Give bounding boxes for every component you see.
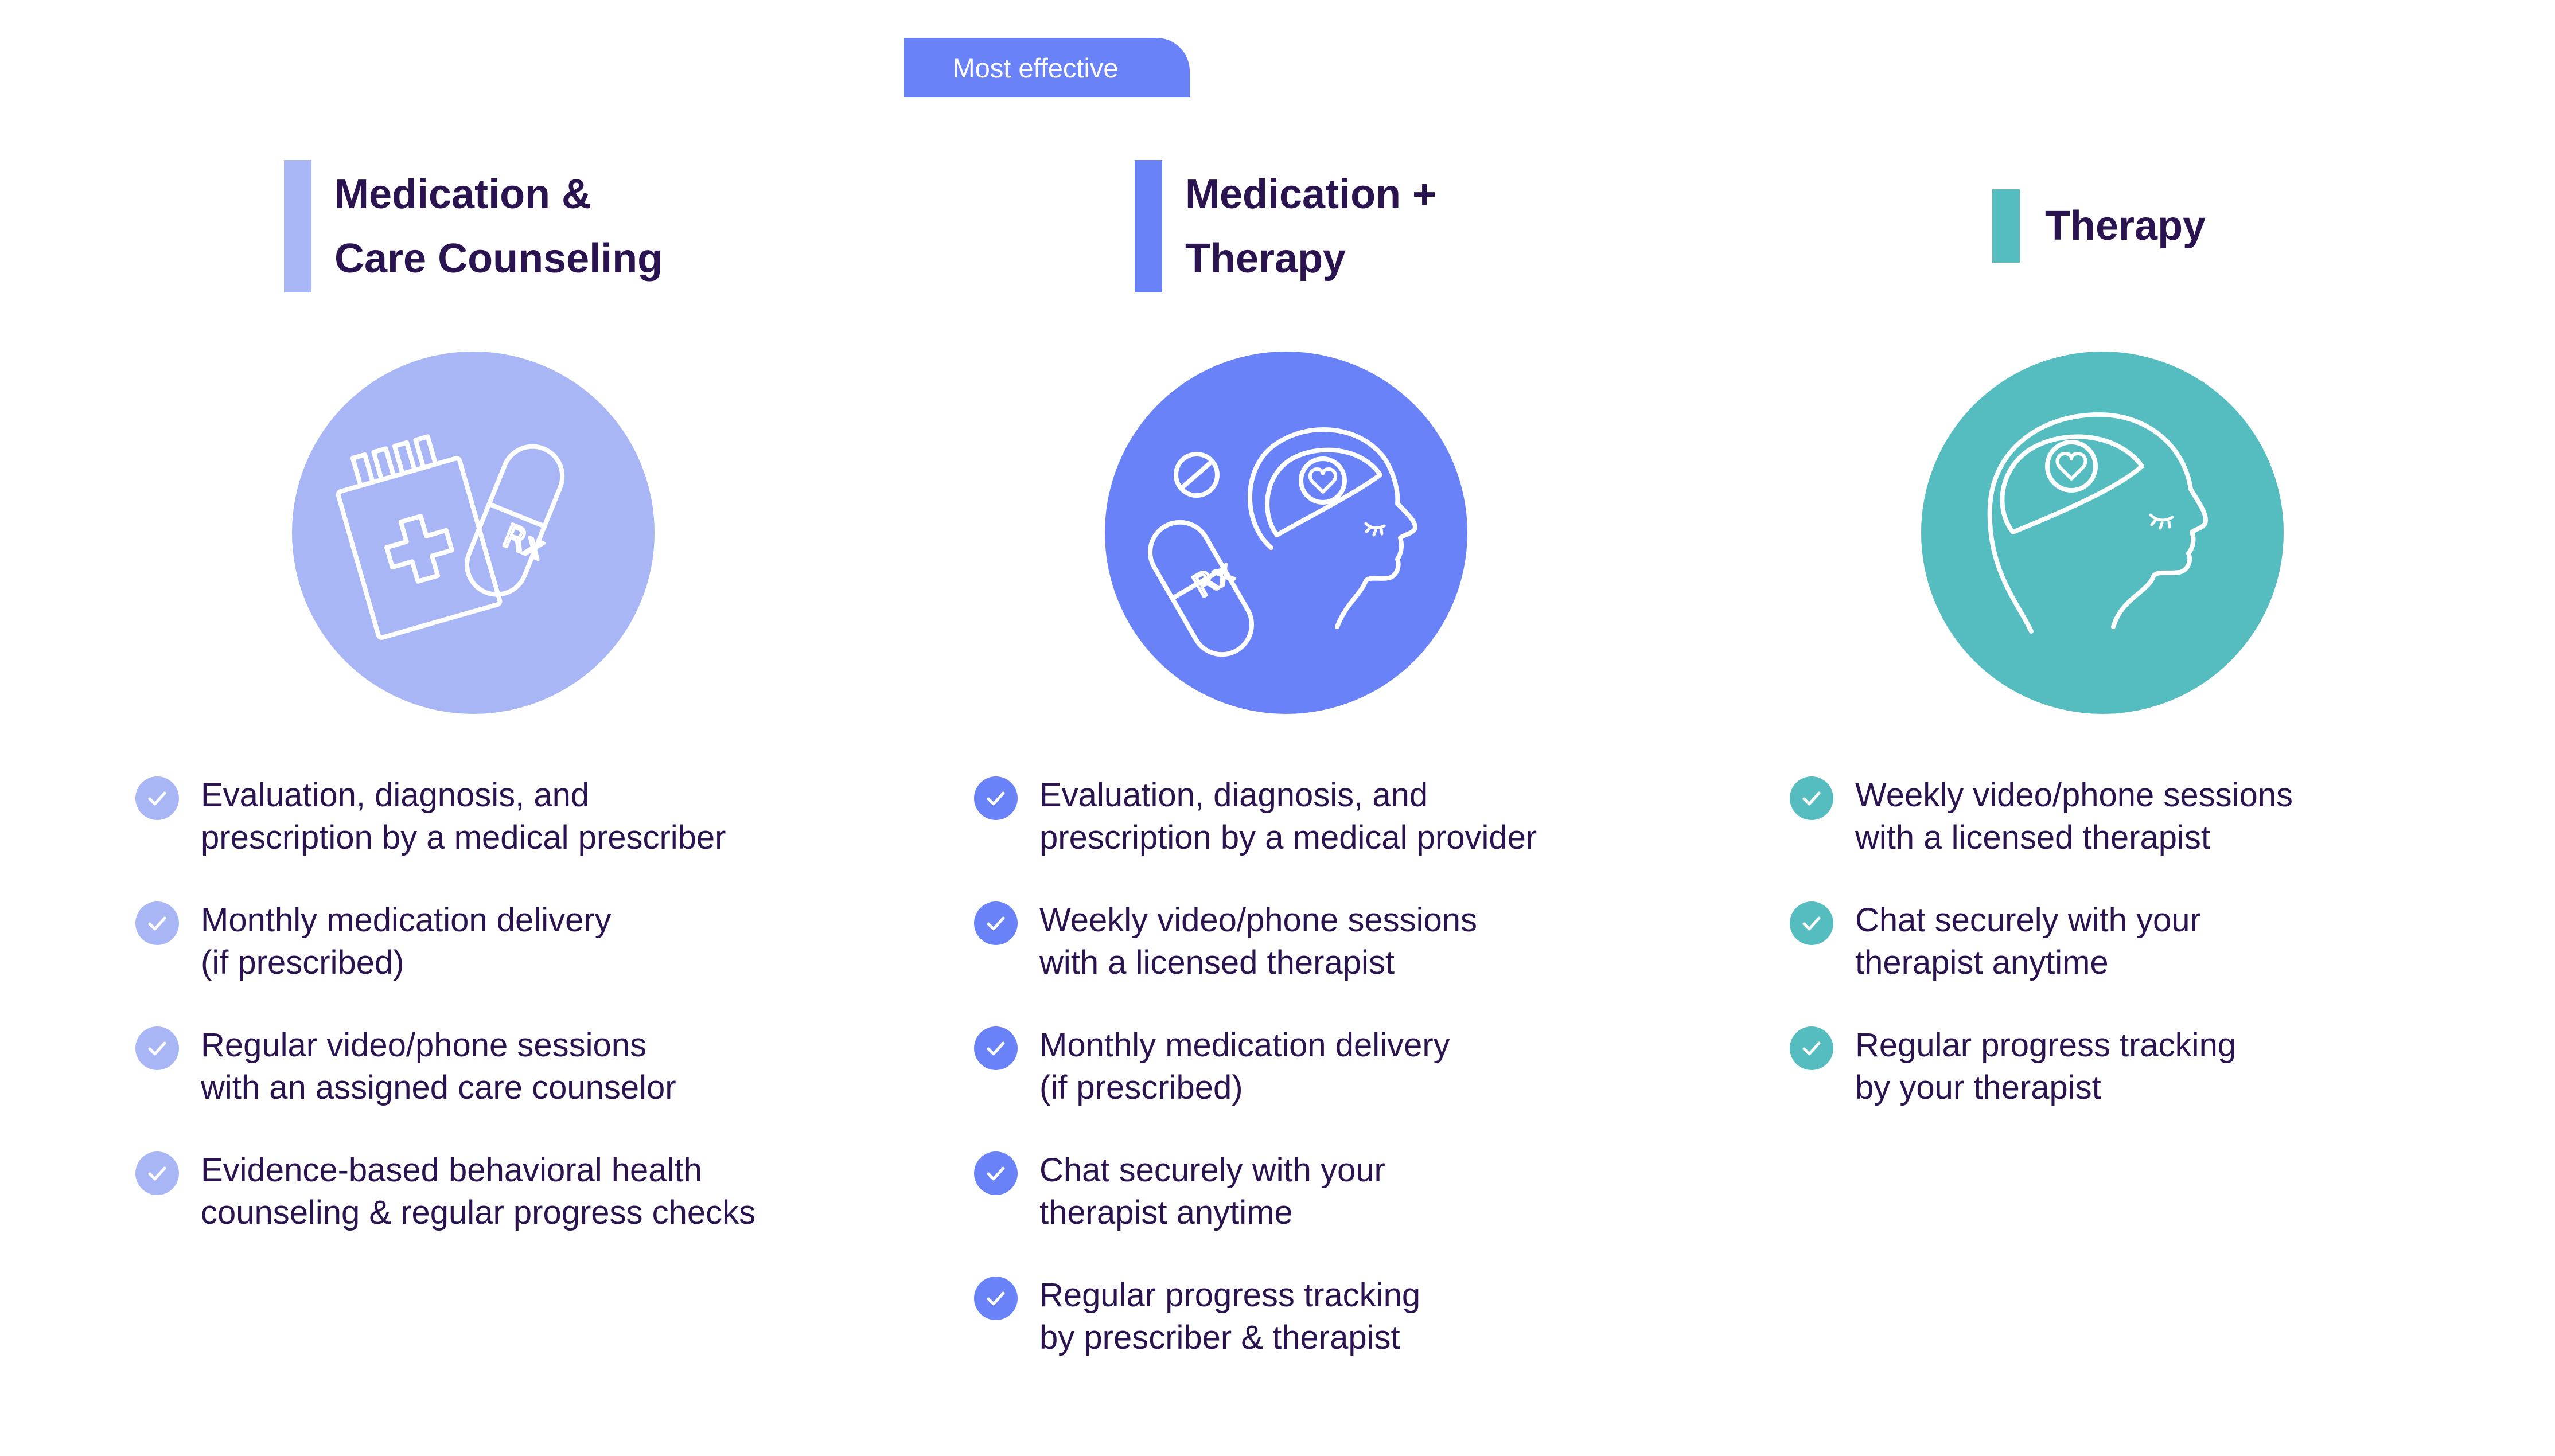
checkmark-icon: [974, 1151, 1018, 1195]
plan-card-therapy[interactable]: Therapy Weekly video/phone sessions with…: [1687, 0, 2555, 1456]
plan-heading: Medication + Therapy: [1135, 160, 1436, 292]
list-item: Chat securely with your therapist anytim…: [974, 1149, 1685, 1274]
checkmark-icon: [1790, 901, 1833, 945]
plan-heading: Therapy: [1992, 189, 2206, 263]
plan-title: Therapy: [2045, 203, 2206, 249]
head-with-heart-icon: [1921, 352, 2284, 714]
list-item: Chat securely with your therapist anytim…: [1790, 899, 2553, 1024]
checkmark-icon: [974, 1277, 1018, 1320]
feature-text: Monthly medication delivery (if prescrib…: [201, 901, 612, 981]
checkmark-icon: [1790, 1026, 1833, 1070]
feature-text: Evaluation, diagnosis, and prescription …: [1039, 776, 1537, 856]
list-item: Evaluation, diagnosis, and prescription …: [974, 774, 1685, 899]
feature-text: Regular progress tracking by prescriber …: [1039, 1277, 1421, 1356]
list-item: Monthly medication delivery (if prescrib…: [974, 1024, 1685, 1149]
heading-accent-bar: [284, 160, 311, 292]
plan-card-medication-care-counseling[interactable]: Medication & Care Counseling Rx Evaluati…: [0, 0, 849, 1456]
feature-text: Evidence-based behavioral health counsel…: [201, 1151, 756, 1231]
feature-list: Evaluation, diagnosis, and prescription …: [135, 774, 847, 1274]
checkmark-icon: [135, 1151, 179, 1195]
checkmark-icon: [135, 1026, 179, 1070]
feature-text: Evaluation, diagnosis, and prescription …: [201, 776, 726, 856]
checkmark-icon: [135, 776, 179, 820]
feature-list: Evaluation, diagnosis, and prescription …: [974, 774, 1685, 1399]
checkmark-icon: [974, 901, 1018, 945]
svg-text:Rx: Rx: [1187, 553, 1240, 604]
feature-text: Chat securely with your therapist anytim…: [1039, 1151, 1385, 1231]
pill-and-head-icon: Rx: [1105, 352, 1467, 714]
list-item: Evidence-based behavioral health counsel…: [135, 1149, 847, 1274]
feature-list: Weekly video/phone sessions with a licen…: [1790, 774, 2553, 1149]
checkmark-icon: [1790, 776, 1833, 820]
checkmark-icon: [135, 901, 179, 945]
notepad-with-pill-icon: Rx: [292, 352, 655, 714]
feature-text: Regular video/phone sessions with an ass…: [201, 1026, 676, 1106]
plan-title: Medication + Therapy: [1185, 171, 1437, 282]
feature-text: Regular progress tracking by your therap…: [1855, 1026, 2237, 1106]
plan-title: Medication & Care Counseling: [334, 171, 663, 282]
heading-accent-bar: [1135, 160, 1162, 292]
list-item: Weekly video/phone sessions with a licen…: [1790, 774, 2553, 899]
feature-text: Chat securely with your therapist anytim…: [1855, 901, 2201, 981]
feature-text: Monthly medication delivery (if prescrib…: [1039, 1026, 1450, 1106]
checkmark-icon: [974, 1026, 1018, 1070]
most-effective-badge: Most effective: [904, 38, 1190, 97]
list-item: Regular video/phone sessions with an ass…: [135, 1024, 847, 1149]
feature-text: Weekly video/phone sessions with a licen…: [1039, 901, 1478, 981]
heading-accent-bar: [1992, 189, 2020, 263]
list-item: Weekly video/phone sessions with a licen…: [974, 899, 1685, 1024]
feature-text: Weekly video/phone sessions with a licen…: [1855, 776, 2293, 856]
list-item: Evaluation, diagnosis, and prescription …: [135, 774, 847, 899]
list-item: Monthly medication delivery (if prescrib…: [135, 899, 847, 1024]
plan-card-medication-therapy[interactable]: Medication + Therapy Rx: [849, 0, 1687, 1456]
list-item: Regular progress tracking by your therap…: [1790, 1024, 2553, 1149]
checkmark-icon: [974, 776, 1018, 820]
list-item: Regular progress tracking by prescriber …: [974, 1274, 1685, 1399]
plan-heading: Medication & Care Counseling: [284, 160, 663, 292]
